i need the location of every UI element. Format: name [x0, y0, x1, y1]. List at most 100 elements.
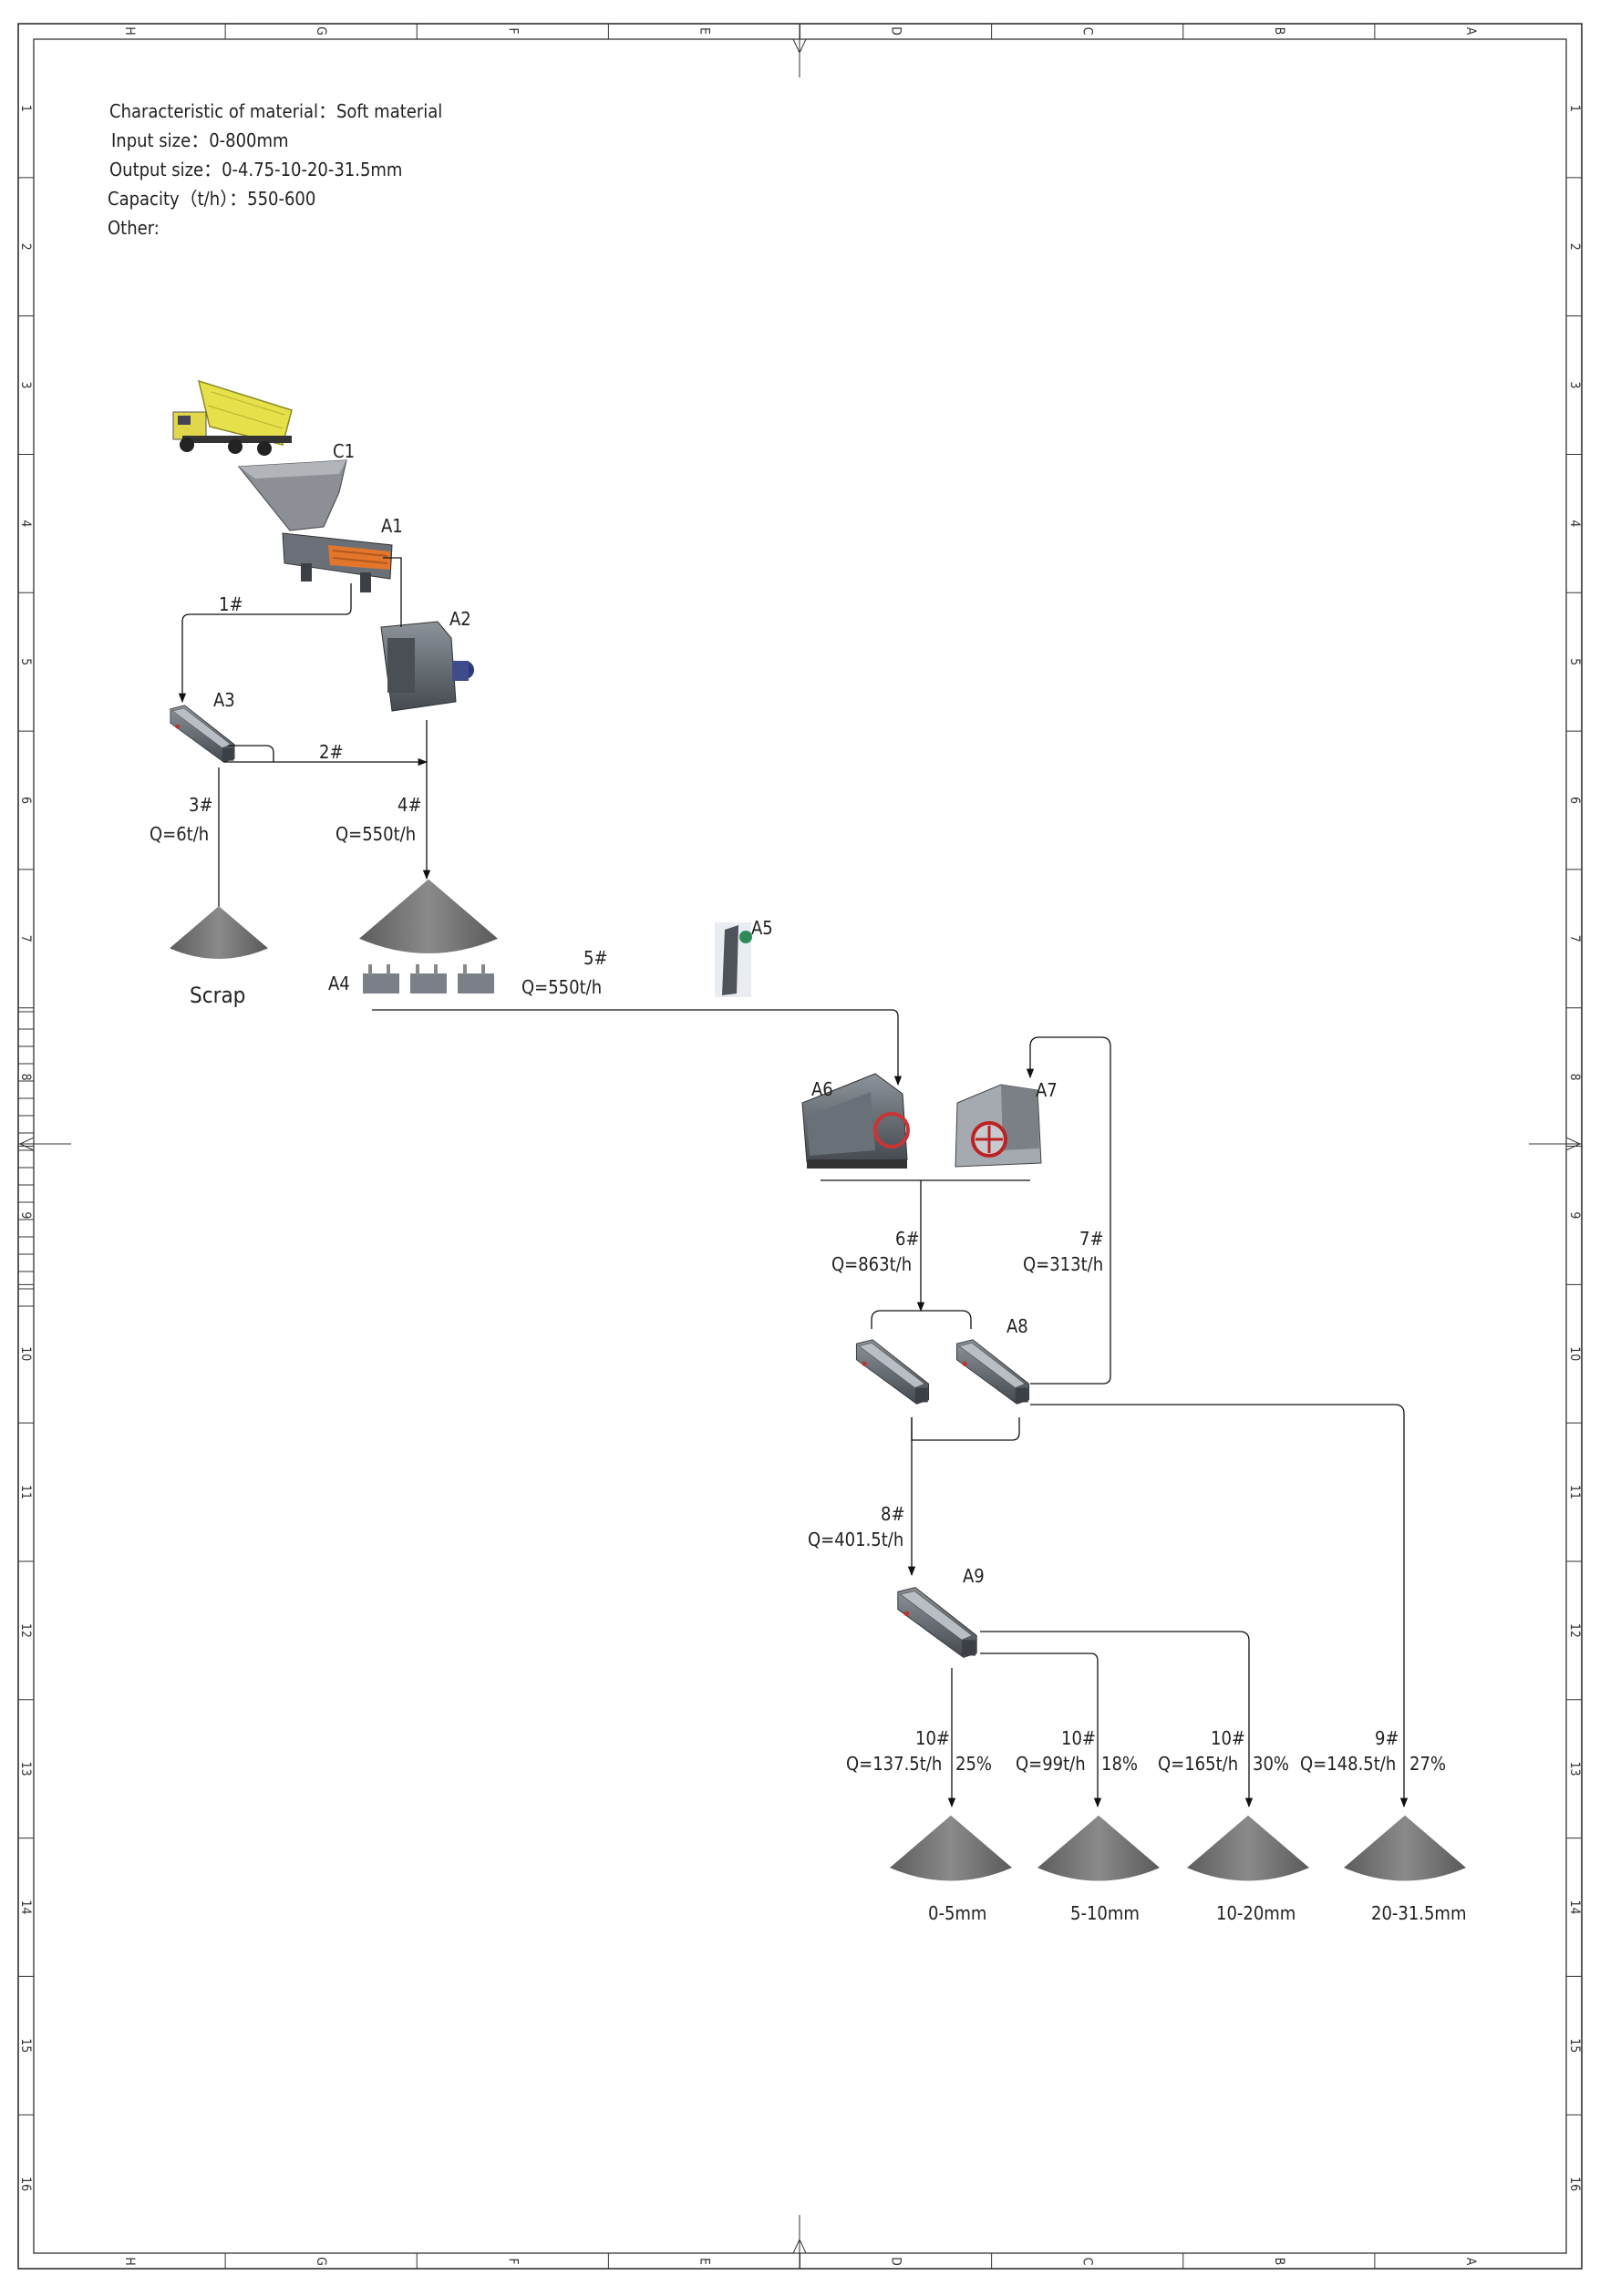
flow-4-q: Q=550t/h [335, 823, 416, 845]
product-2-q: Q=99t/h [1016, 1753, 1086, 1775]
frame-col-letter-top: H [122, 26, 137, 35]
label-a1: A1 [381, 515, 403, 537]
frame-col-letter-top: E [697, 27, 711, 35]
label-a9: A9 [963, 1565, 985, 1587]
frame-row-number-right: 9 [1567, 1211, 1582, 1219]
frame-row-number-right: 4 [1567, 520, 1582, 527]
flow-5-id: 5# [583, 947, 608, 969]
material-notes: Characteristic of material：Soft material… [108, 100, 442, 239]
frame-row-number-left: 2 [18, 243, 33, 251]
frame-row-number-left: 5 [18, 658, 33, 665]
flow-2-id: 2# [319, 741, 344, 763]
product-pile-5-10 [1037, 1815, 1160, 1881]
frame-row-number-left: 11 [18, 1485, 33, 1499]
flow-8-id: 8# [881, 1503, 905, 1525]
frame-col-letter-top: F [505, 27, 520, 34]
frame-col-letter-bottom: H [122, 2257, 137, 2265]
frame-col-letter-bottom: F [505, 2258, 520, 2264]
product-1-pct: 25% [955, 1753, 992, 1775]
flow-6-id: 6# [895, 1228, 920, 1250]
drawing-frame [17, 23, 1583, 2270]
flow-7-q: Q=313t/h [1023, 1253, 1103, 1275]
note-characteristic: Characteristic of material：Soft material [109, 100, 442, 122]
scrap-label: Scrap [190, 983, 245, 1008]
frame-col-letter-top: B [1272, 27, 1286, 36]
product-4-pct: 27% [1409, 1753, 1446, 1775]
frame-row-number-left: 8 [18, 1074, 33, 1081]
frame-row-number-right: 14 [1567, 1900, 1582, 1914]
screen-a9-icon [897, 1586, 977, 1659]
scalping-screen-icon [170, 705, 235, 763]
screen-a8-right-icon [955, 1339, 1030, 1405]
flow-5-q: Q=550t/h [521, 976, 602, 998]
frame-row-number-right: 7 [1567, 935, 1582, 942]
label-a4: A4 [328, 973, 350, 994]
note-capacity: Capacity（t/h）：550-600 [108, 188, 315, 210]
stockpile-labels: Scrap 0-5mm 5-10mm 10-20mm 20-31.5mm [190, 983, 1467, 1924]
screen-a8-left-icon [855, 1339, 930, 1405]
frame-row-number-right: 16 [1567, 2177, 1582, 2191]
frame-col-letter-bottom: D [889, 2257, 903, 2266]
frame-row-number-right: 15 [1567, 2038, 1582, 2053]
frame-row-number-left: 16 [18, 2177, 33, 2191]
flow-1-id: 1# [219, 593, 243, 615]
frame-row-number-right: 3 [1567, 382, 1582, 389]
frame-row-number-left: 7 [18, 935, 33, 942]
flow-4-id: 4# [397, 794, 422, 816]
note-other: Other: [108, 217, 160, 239]
flow-lines [178, 557, 1409, 1808]
product-1-id: 10# [915, 1727, 950, 1749]
centering-marks [18, 24, 1582, 2269]
frame-row-number-right: 12 [1567, 1623, 1582, 1638]
magnetic-separator-icon [715, 922, 752, 997]
frame-row-number-right: 8 [1567, 1074, 1582, 1081]
flow-6-q: Q=863t/h [831, 1253, 912, 1275]
frame-row-number-right: 1 [1567, 105, 1582, 112]
product-3-q: Q=165t/h [1158, 1753, 1238, 1775]
product-pile-0-5 [890, 1815, 1012, 1881]
product-label-20-31-5: 20-31.5mm [1371, 1902, 1467, 1924]
scrap-pile [170, 906, 268, 959]
frame-row-number-right: 5 [1567, 658, 1582, 665]
product-1-q: Q=137.5t/h [846, 1753, 942, 1775]
frame-row-number-left: 15 [18, 2038, 33, 2053]
product-label-5-10: 5-10mm [1070, 1902, 1140, 1924]
frame-col-letter-top: A [1463, 27, 1478, 36]
frame-row-number-left: 4 [18, 520, 33, 527]
frame-col-letter-bottom: B [1272, 2258, 1286, 2266]
product-3-id: 10# [1211, 1727, 1245, 1749]
frame-row-number-left: 9 [18, 1211, 33, 1219]
underpile-feeders-icon [363, 964, 494, 994]
frame-row-number-right: 10 [1567, 1346, 1582, 1361]
flow-8-q: Q=401.5t/h [808, 1529, 903, 1550]
frame-col-letter-top: D [889, 26, 903, 36]
frame-col-letter-bottom: G [314, 2257, 328, 2266]
frame-row-number-right: 2 [1567, 243, 1582, 251]
product-label-0-5: 0-5mm [928, 1902, 986, 1924]
frame-row-number-left: 6 [18, 797, 33, 804]
label-a7: A7 [1036, 1079, 1058, 1101]
label-a3: A3 [213, 689, 235, 711]
feed-hopper-icon [237, 459, 347, 531]
frame-row-number-left: 10 [18, 1346, 33, 1361]
frame-col-letter-top: G [314, 26, 328, 36]
label-a5: A5 [751, 917, 773, 939]
label-a2: A2 [449, 608, 471, 630]
product-2-id: 10# [1061, 1727, 1096, 1749]
label-a8: A8 [1006, 1315, 1028, 1337]
vibrating-feeder-icon [282, 532, 393, 592]
stockpiles [170, 879, 1466, 1881]
jaw-crusher-icon [380, 621, 474, 712]
frame-row-number-right: 11 [1567, 1485, 1582, 1499]
impact-crusher-a6-icon [801, 1073, 910, 1169]
label-c1: C1 [333, 440, 355, 462]
flow-labels: 1# 2# 3# Q=6t/h 4# Q=550t/h 5# Q=550t/h … [150, 593, 1446, 1775]
frame-col-letter-bottom: C [1080, 2258, 1095, 2266]
frame-row-number-right: 6 [1567, 797, 1582, 804]
product-pile-10-20 [1187, 1815, 1309, 1881]
impact-crusher-a7-icon [955, 1084, 1042, 1168]
frame-grid-ticks [18, 24, 1582, 2269]
